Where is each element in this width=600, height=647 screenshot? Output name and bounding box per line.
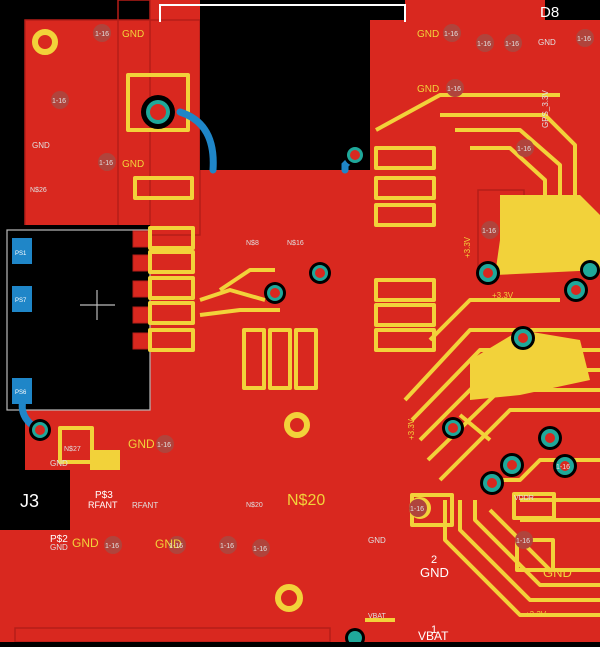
label-116: 1-16 (169, 543, 183, 550)
label-gnd: GND (155, 537, 182, 551)
via (309, 262, 331, 284)
label-116: 1-16 (517, 146, 531, 153)
traces (199, 93, 600, 622)
label-gnd-small: GND (368, 536, 386, 545)
via (141, 95, 175, 129)
label-ps2: P$2 (50, 534, 68, 545)
label-gnd: GND (92, 453, 119, 467)
connector-pins (132, 230, 150, 350)
label-gnd-small: GND (538, 38, 556, 47)
label-vbat: VBAT (418, 629, 449, 642)
label-116: 1-16 (95, 31, 109, 38)
silk-fill (90, 195, 600, 470)
label-gnd: GND (122, 29, 144, 40)
via (29, 419, 51, 441)
label-two: 2 (431, 554, 437, 566)
via (264, 282, 286, 304)
label-116: 1-16 (253, 546, 267, 553)
label-116: 1-16 (482, 228, 496, 235)
via (480, 471, 504, 495)
label-116: 1-16 (99, 160, 113, 167)
label-gnd: GND (417, 84, 439, 95)
vias (29, 95, 600, 647)
label-ns8: N$8 (246, 240, 259, 247)
label-ps7: PS7 (15, 298, 27, 304)
usb-pads (12, 238, 32, 404)
via (538, 426, 562, 450)
label-ns26: N$26 (30, 187, 47, 194)
label-gps33: GPS_3.3V (541, 90, 550, 128)
label-116: 1-16 (477, 41, 491, 48)
label-plus33: +3.3V (463, 236, 472, 258)
label-116: 1-16 (220, 543, 234, 550)
label-one: 1 (431, 624, 437, 636)
labels: D8 GND GND GND GND GND GND GND GND GND G… (15, 4, 591, 643)
label-gnd: GND (128, 437, 155, 451)
label-plus33: +3.3V (492, 291, 514, 300)
label-116: 1-16 (157, 442, 171, 449)
label-ns16: N$16 (287, 240, 304, 247)
via (564, 278, 588, 302)
label-gnd: GND (122, 159, 144, 170)
via (553, 454, 577, 478)
label-116: 1-16 (447, 86, 461, 93)
label-gnd: GND (543, 565, 572, 580)
label-116: 1-16 (556, 464, 570, 471)
label-116: 1-16 (410, 506, 424, 513)
label-ns27: N$27 (64, 446, 81, 453)
via (476, 261, 500, 285)
label-gnd-small: GND (50, 543, 68, 552)
label-ps6: PS6 (15, 390, 27, 396)
grid-dots (51, 24, 594, 557)
label-vbat: VBAT (368, 613, 386, 620)
label-116: 1-16 (505, 41, 519, 48)
label-d8: D8 (540, 4, 559, 21)
label-gnd-small: GND (32, 141, 50, 150)
label-ps1: PS1 (15, 251, 27, 257)
label-ps3: P$3 (95, 490, 113, 501)
via (344, 144, 366, 166)
via (580, 260, 600, 280)
label-vddr: VDDR (514, 495, 534, 502)
label-j3: J3 (20, 491, 39, 511)
label-gnd: GND (417, 29, 439, 40)
label-ns20: N$20 (246, 502, 263, 509)
component-outline-top (159, 4, 406, 22)
net-label-ns20-large: N$20 (287, 492, 325, 509)
label-116: 1-16 (52, 98, 66, 105)
label-plus33: +3.3V (407, 418, 416, 440)
label-gnd: GND (420, 565, 449, 580)
label-plus33: +3.3V (525, 610, 547, 619)
label-gnd-small: GND (50, 459, 68, 468)
label-gnd: GND (72, 536, 99, 550)
via (442, 417, 464, 439)
label-116: 1-16 (105, 543, 119, 550)
label-rfant: RFANT (132, 501, 158, 510)
label-rfant: RFANT (88, 500, 118, 510)
label-116: 1-16 (516, 538, 530, 545)
via (500, 453, 524, 477)
via (511, 326, 535, 350)
label-116: 1-16 (444, 31, 458, 38)
label-116: 1-16 (577, 36, 591, 43)
